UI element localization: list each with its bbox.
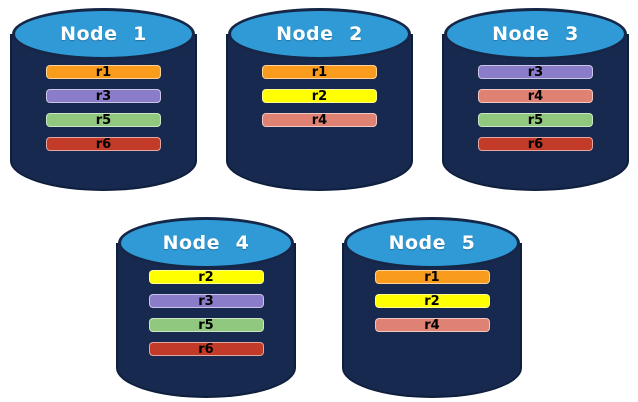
replica-bar-r2: r2 (374, 294, 490, 308)
replica-bar-r6: r6 (46, 137, 161, 151)
replica-bar-r2: r2 (262, 89, 377, 103)
node-row-bottom: Node 4 r2 r3 r5 r6 Node 5 r1 r2 r4 (0, 215, 638, 398)
database-node-node-5: Node 5 r1 r2 r4 (342, 215, 522, 398)
cylinder-top-ellipse (444, 8, 627, 60)
node-title: Node 1 (60, 23, 147, 45)
database-node-node-2: Node 2 r1 r2 r4 (226, 6, 413, 191)
replica-list: r2 r3 r5 r6 (116, 270, 296, 356)
replica-bar-r3: r3 (148, 294, 264, 308)
node-title: Node 4 (162, 232, 250, 254)
replica-list: r3 r4 r5 r6 (442, 65, 629, 151)
cylinder-top-ellipse (344, 217, 520, 269)
node-title: Node 2 (276, 23, 363, 45)
replica-bar-r4: r4 (262, 113, 377, 127)
node-title: Node 5 (388, 232, 476, 254)
replica-bar-r4: r4 (478, 89, 593, 103)
replica-bar-r5: r5 (478, 113, 593, 127)
replica-bar-r3: r3 (46, 89, 161, 103)
node-row-top: Node 1 r1 r3 r5 r6 Node 2 r1 r2 r4 Node 3 r3 r4 r5 r6 (0, 0, 638, 191)
replica-bar-r1: r1 (374, 270, 490, 284)
database-node-node-1: Node 1 r1 r3 r5 r6 (10, 6, 197, 191)
replica-bar-r4: r4 (374, 318, 490, 332)
replica-list: r1 r3 r5 r6 (10, 65, 197, 151)
cylinder-body (442, 34, 629, 191)
cylinder-body (226, 34, 413, 191)
cylinder-body (10, 34, 197, 191)
replica-bar-r1: r1 (46, 65, 161, 79)
replica-bar-r2: r2 (148, 270, 264, 284)
cylinder-top-ellipse (228, 8, 411, 60)
replica-bar-r6: r6 (148, 342, 264, 356)
replica-bar-r5: r5 (46, 113, 161, 127)
replica-bar-r5: r5 (148, 318, 264, 332)
node-title: Node 3 (492, 23, 579, 45)
cylinder-top-ellipse (12, 8, 195, 60)
replica-list: r1 r2 r4 (342, 270, 522, 332)
replica-bar-r3: r3 (478, 65, 593, 79)
cylinder-top-ellipse (118, 217, 294, 269)
replica-bar-r1: r1 (262, 65, 377, 79)
replica-bar-r6: r6 (478, 137, 593, 151)
database-node-node-3: Node 3 r3 r4 r5 r6 (442, 6, 629, 191)
replica-list: r1 r2 r4 (226, 65, 413, 127)
database-node-node-4: Node 4 r2 r3 r5 r6 (116, 215, 296, 398)
